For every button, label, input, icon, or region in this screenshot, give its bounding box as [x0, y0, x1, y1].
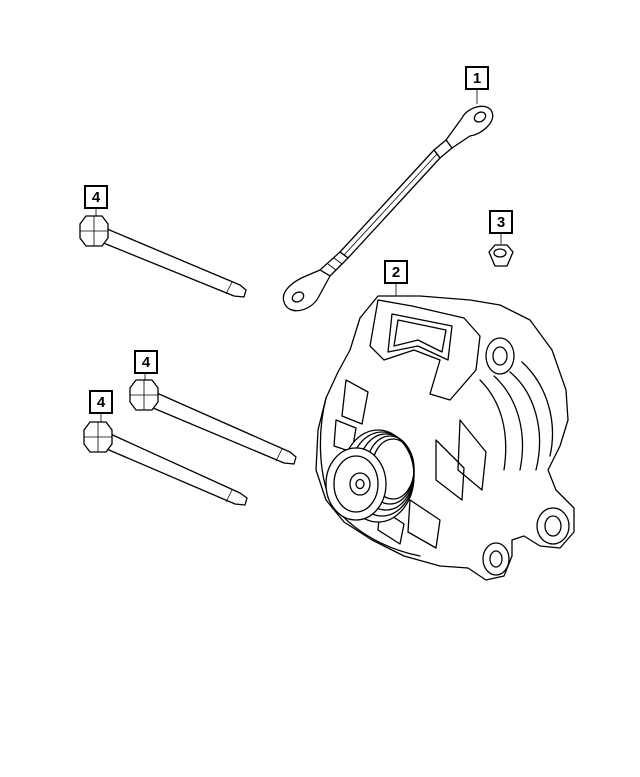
callout-4-top: 4: [84, 185, 108, 209]
cable-part: [282, 88, 494, 312]
callout-4-bottom: 4: [89, 390, 113, 414]
alternator-part: [315, 282, 575, 581]
pulley: [325, 429, 415, 523]
nut-part: [488, 232, 514, 267]
callout-1: 1: [465, 66, 489, 90]
callout-3: 3: [489, 210, 513, 234]
callout-2: 2: [384, 260, 408, 284]
bolt-a-part: [79, 207, 247, 298]
bolt-b-part: [129, 373, 297, 465]
bolt-c-part: [83, 413, 248, 506]
callout-4-middle: 4: [134, 350, 158, 374]
